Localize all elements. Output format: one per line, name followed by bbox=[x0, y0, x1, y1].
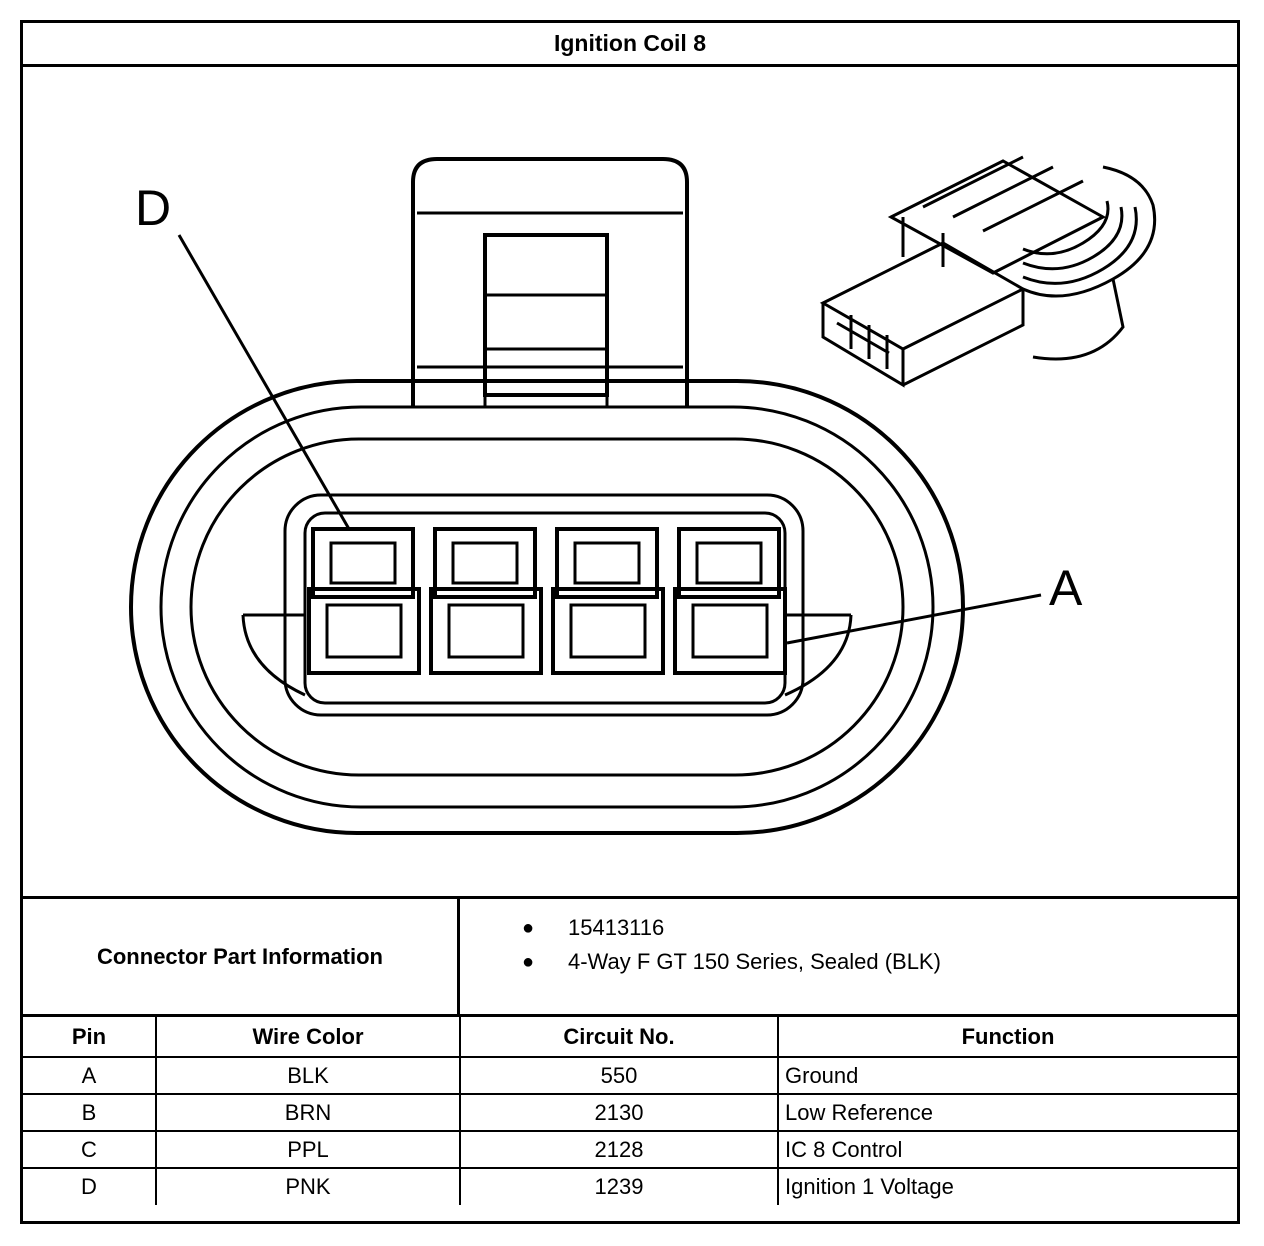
bullet-icon: ● bbox=[522, 917, 535, 939]
table-row: A BLK 550 Ground bbox=[23, 1056, 1237, 1095]
cell-circuit-no: 1239 bbox=[459, 1167, 779, 1205]
cell-circuit-no: 2128 bbox=[459, 1130, 779, 1169]
cell-pin: B bbox=[23, 1093, 157, 1132]
diagram-title: Ignition Coil 8 bbox=[23, 23, 1237, 67]
connector-face-illustration: D A bbox=[129, 155, 1157, 835]
pinout-table: Pin Wire Color Circuit No. Function A BL… bbox=[23, 1017, 1237, 1205]
terminal-cavities bbox=[307, 527, 787, 675]
cavity-c bbox=[429, 527, 543, 675]
diagram-frame: Ignition Coil 8 bbox=[20, 20, 1240, 1224]
header-circuit-no: Circuit No. bbox=[459, 1017, 779, 1058]
part-info-list: ● 15413116 ● 4-Way F GT 150 Series, Seal… bbox=[460, 899, 1237, 1026]
cell-pin: A bbox=[23, 1056, 157, 1095]
cell-wire-color: BRN bbox=[155, 1093, 461, 1132]
leader-line-d bbox=[177, 234, 351, 530]
header-pin: Pin bbox=[23, 1017, 157, 1058]
part-info-item: ● 15413116 bbox=[460, 911, 1237, 945]
cell-wire-color: BLK bbox=[155, 1056, 461, 1095]
connector-drawing-area: D A bbox=[23, 67, 1237, 899]
bullet-icon: ● bbox=[522, 951, 535, 973]
connector-part-info: Connector Part Information ● 15413116 ● … bbox=[23, 899, 1237, 1017]
part-info-item: ● 4-Way F GT 150 Series, Sealed (BLK) bbox=[460, 945, 1237, 979]
table-row: D PNK 1239 Ignition 1 Voltage bbox=[23, 1167, 1237, 1205]
pin-label-a: A bbox=[1049, 560, 1083, 616]
header-function: Function bbox=[777, 1017, 1237, 1058]
cell-circuit-no: 550 bbox=[459, 1056, 779, 1095]
cavity-b bbox=[551, 527, 665, 675]
header-wire-color: Wire Color bbox=[155, 1017, 461, 1058]
cell-circuit-no: 2130 bbox=[459, 1093, 779, 1132]
part-description: 4-Way F GT 150 Series, Sealed (BLK) bbox=[568, 949, 941, 974]
connector-isometric-thumbnail bbox=[819, 155, 1157, 388]
leader-line-a bbox=[786, 593, 1042, 645]
cell-wire-color: PNK bbox=[155, 1167, 461, 1205]
cell-function: Low Reference bbox=[777, 1093, 1237, 1132]
table-row: C PPL 2128 IC 8 Control bbox=[23, 1130, 1237, 1169]
cell-pin: D bbox=[23, 1167, 157, 1205]
cell-wire-color: PPL bbox=[155, 1130, 461, 1169]
cavity-a bbox=[673, 527, 787, 675]
part-info-label: Connector Part Information bbox=[23, 899, 460, 1014]
table-row: B BRN 2130 Low Reference bbox=[23, 1093, 1237, 1132]
cell-function: Ignition 1 Voltage bbox=[777, 1167, 1237, 1205]
cavity-d bbox=[307, 527, 421, 675]
part-number: 15413116 bbox=[568, 915, 665, 940]
cell-function: IC 8 Control bbox=[777, 1130, 1237, 1169]
pin-label-d: D bbox=[135, 180, 171, 236]
cell-function: Ground bbox=[777, 1056, 1237, 1095]
pinout-header-row: Pin Wire Color Circuit No. Function bbox=[23, 1017, 1237, 1058]
connector-body bbox=[129, 157, 965, 835]
cell-pin: C bbox=[23, 1130, 157, 1169]
